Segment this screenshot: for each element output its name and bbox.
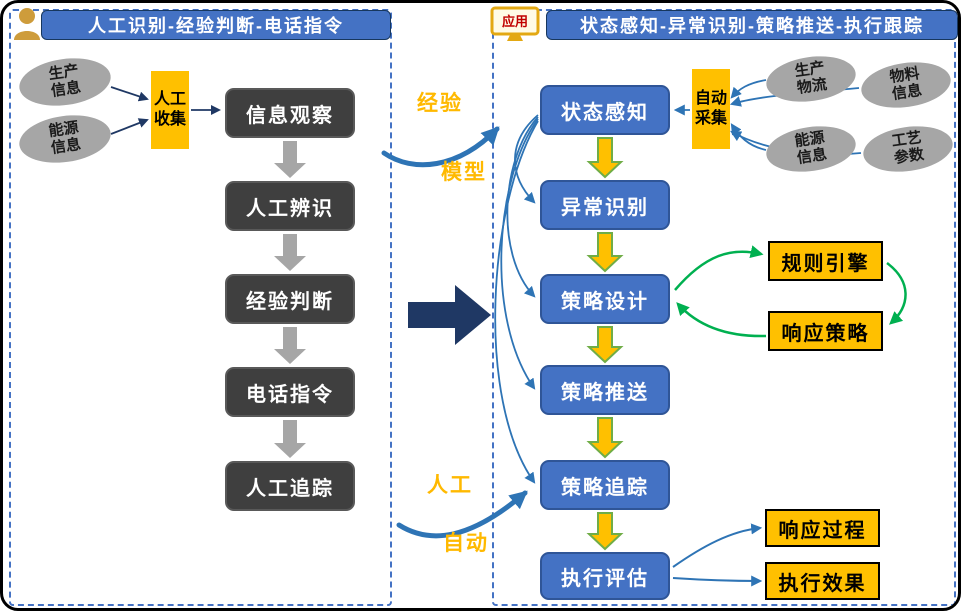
arrow-rsource1-to-collector <box>730 79 767 99</box>
label-experience: 经验 <box>417 92 463 115</box>
step-manual-identification: 人工辨识 <box>225 181 355 231</box>
label-model: 模型 <box>441 161 487 184</box>
down-arrow-left-3 <box>274 327 306 364</box>
person-icon <box>11 6 43 47</box>
right-header: 状态感知-异常识别-策略推送-执行跟踪 <box>546 10 958 40</box>
down-arrow-right-5 <box>586 512 624 551</box>
down-arrow-right-4 <box>586 417 624 459</box>
step-info-observation: 信息观察 <box>225 88 355 138</box>
down-arrow-left-2 <box>274 234 306 271</box>
big-transform-arrow <box>408 285 491 345</box>
loop-response-to-design <box>676 302 767 338</box>
arrow-source2-to-collector <box>110 118 149 135</box>
app-monitor-icon: 应用 <box>489 6 541 49</box>
step-execution-evaluation: 执行评估 <box>540 552 670 600</box>
loop-design-to-rules <box>674 245 764 291</box>
loop-rules-to-response <box>886 262 907 325</box>
manual-collection-box: 人工 收集 <box>151 71 189 149</box>
step-phone-instruction: 电话指令 <box>225 367 355 417</box>
step-manual-tracking: 人工追踪 <box>225 461 355 511</box>
swoosh-experience-to-model <box>381 126 500 168</box>
arrow-eval-to-process <box>672 523 763 568</box>
app-icon-label: 应用 <box>502 14 528 29</box>
step-strategy-push: 策略推送 <box>540 365 670 415</box>
arrow-rsource3-to-collector <box>730 123 767 151</box>
down-arrow-right-2 <box>586 232 624 273</box>
feedback-curve-2 <box>506 116 539 298</box>
step-experience-judgment: 经验判断 <box>225 274 355 324</box>
feedback-curve-4 <box>494 120 539 484</box>
step-strategy-design: 策略设计 <box>540 274 670 324</box>
rule-engine-box: 规则引擎 <box>768 241 883 281</box>
auto-collection-box: 自动 采集 <box>692 69 730 149</box>
arrow-source1-to-collector <box>110 86 149 102</box>
step-state-perception: 状态感知 <box>540 85 670 135</box>
down-arrow-left-4 <box>274 420 306 458</box>
arrow-eval-to-effect <box>672 575 763 587</box>
execution-effect-box: 执行效果 <box>765 562 880 600</box>
connector-layer <box>110 79 907 587</box>
label-auto: 自动 <box>443 532 489 555</box>
step-anomaly-identification: 异常识别 <box>540 180 670 230</box>
left-header: 人工识别-经验判断-电话指令 <box>41 10 391 40</box>
step-strategy-tracking: 策略追踪 <box>540 460 670 510</box>
down-arrow-right-1 <box>586 137 624 179</box>
feedback-curve-3 <box>500 118 539 390</box>
response-strategy-box: 响应策略 <box>768 311 883 351</box>
label-manual: 人工 <box>427 474 473 497</box>
down-arrow-left-1 <box>274 141 306 178</box>
down-arrow-right-3 <box>586 326 624 364</box>
response-process-box: 响应过程 <box>765 509 880 547</box>
swoosh-manual-to-auto <box>396 490 528 539</box>
